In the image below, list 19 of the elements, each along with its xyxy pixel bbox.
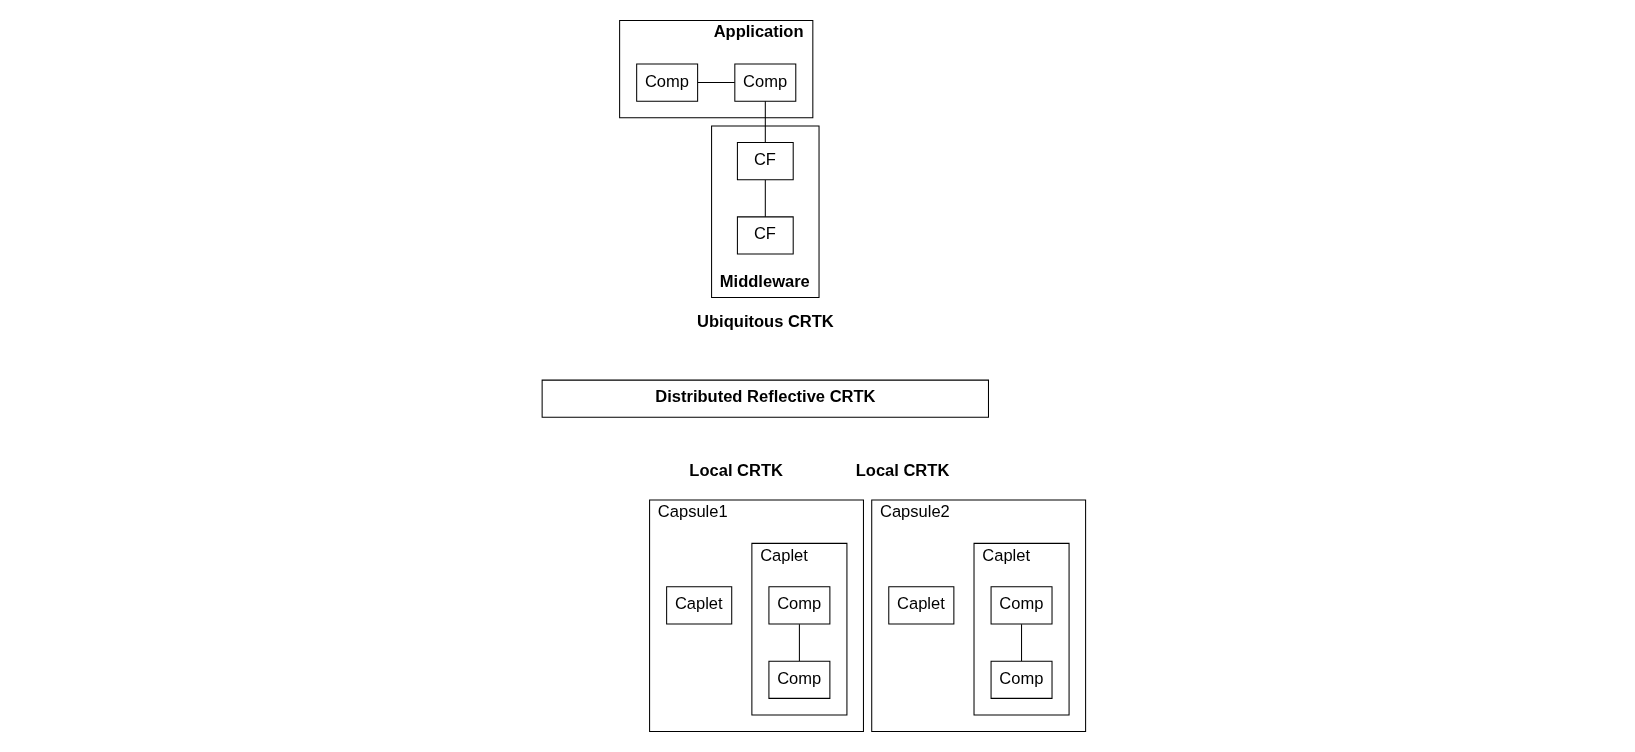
node-box: Comp	[990, 660, 1053, 699]
node-box: Comp	[990, 586, 1053, 625]
connector	[1020, 623, 1022, 662]
node-box: CF	[736, 216, 794, 255]
node-box: Caplet	[665, 586, 732, 625]
node-box: Comp	[767, 586, 830, 625]
connector	[696, 82, 735, 84]
node-box: Comp	[767, 660, 830, 699]
connector	[798, 623, 800, 662]
label: Ubiquitous CRTK	[696, 312, 834, 332]
connector	[764, 179, 766, 218]
node-box: Comp	[635, 63, 698, 102]
label: Local CRTK	[688, 461, 783, 481]
label: Local CRTK	[855, 461, 949, 481]
node-box: Caplet	[887, 586, 954, 625]
node-box: Comp	[733, 63, 796, 102]
node-box: Distributed Reflective CRTK	[541, 379, 989, 418]
connector	[764, 100, 766, 143]
node-box: CF	[736, 141, 794, 181]
